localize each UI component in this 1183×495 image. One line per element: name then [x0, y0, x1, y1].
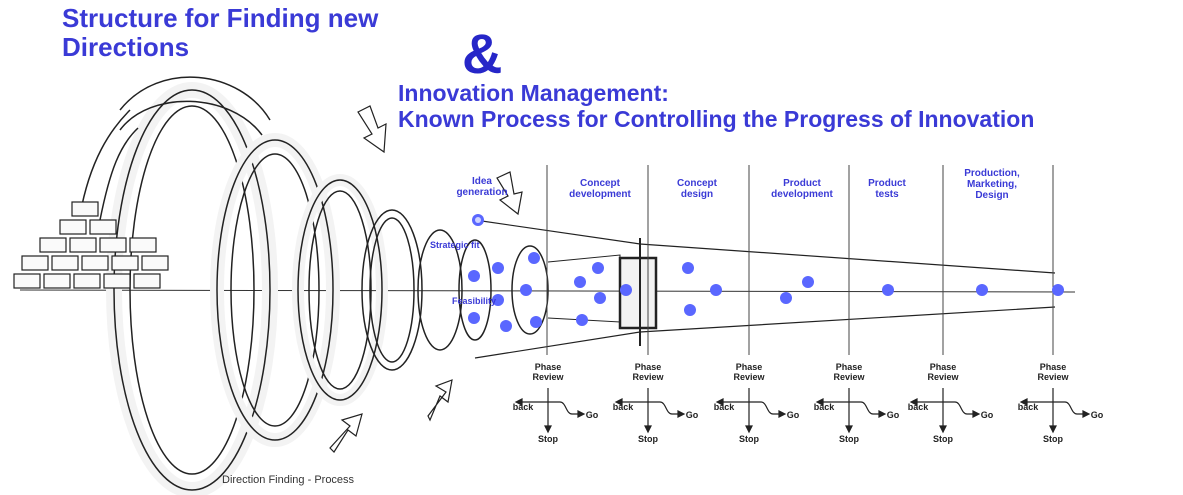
phase-product-development: Product development	[771, 178, 833, 200]
phase-review-label: Phase Review	[632, 362, 664, 382]
back-label: back	[1017, 402, 1039, 412]
review-arrows	[514, 388, 1091, 434]
spiral-rings	[79, 76, 549, 495]
stop-label: Stop	[839, 434, 859, 444]
stop-label: Stop	[538, 434, 558, 444]
footer-caption: Direction Finding - Process	[222, 474, 355, 486]
phase-review-label: Phase Review	[532, 362, 564, 382]
phase-production-marketing-design: Production, Marketing, Design	[964, 168, 1020, 201]
phase-review-label: Phase Review	[733, 362, 765, 382]
title-innovation-line2: Known Process for Controlling the Progre…	[398, 106, 1035, 132]
brick-wall	[13, 201, 169, 289]
title-structure: Structure for Finding new Directions	[62, 3, 379, 62]
phase-product-tests: Product tests	[868, 178, 906, 200]
go-label: Go	[980, 410, 994, 420]
back-label: back	[512, 402, 534, 412]
title-innovation-line1: Innovation Management:	[398, 80, 669, 106]
stop-label: Stop	[933, 434, 953, 444]
label-feasibility: Feasibility	[452, 296, 497, 306]
phase-concept-development: Concept development	[569, 178, 631, 200]
hollow-arrows	[329, 105, 523, 453]
back-label: back	[813, 402, 835, 412]
ampersand: &	[462, 22, 503, 85]
go-label: Go	[886, 410, 900, 420]
label-strategic-fit: Strategic fit	[430, 240, 480, 250]
go-label: Go	[786, 410, 800, 420]
phase-concept-design: Concept design	[677, 178, 717, 200]
go-label: Go	[1090, 410, 1104, 420]
phase-review-label: Phase Review	[833, 362, 865, 382]
title-innovation: Innovation Management: Known Process for…	[398, 80, 1183, 132]
stop-label: Stop	[739, 434, 759, 444]
label-idea-generation: Idea generation	[456, 176, 508, 198]
phase-dividers	[546, 165, 1054, 355]
idea-dots	[468, 214, 1064, 332]
stop-label: Stop	[1043, 434, 1063, 444]
stop-label: Stop	[638, 434, 658, 444]
phase-review-label: Phase Review	[927, 362, 959, 382]
phase-funnel	[474, 219, 1056, 359]
phase-review-label: Phase Review	[1037, 362, 1069, 382]
back-label: back	[612, 402, 634, 412]
go-label: Go	[585, 410, 599, 420]
go-label: Go	[685, 410, 699, 420]
back-label: back	[713, 402, 735, 412]
back-label: back	[907, 402, 929, 412]
